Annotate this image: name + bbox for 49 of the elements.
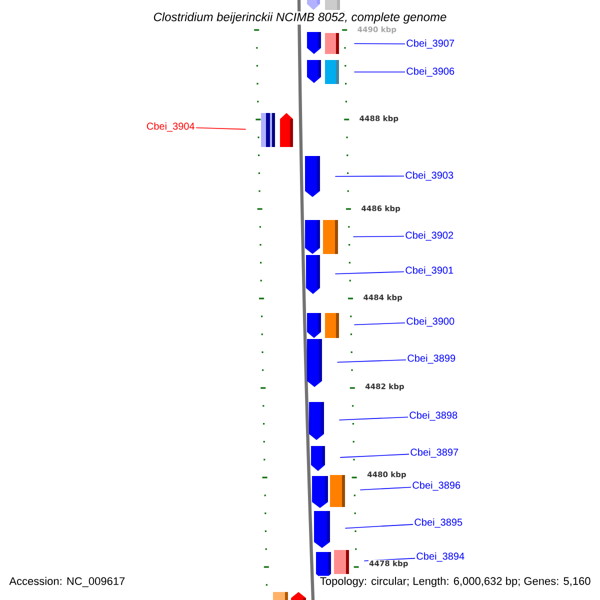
gene-label: Cbei_3894 [416, 552, 464, 562]
accession-text: Accession: NC_009617 [9, 576, 125, 588]
gene-box [325, 33, 339, 54]
gene-label: Cbei_3897 [410, 448, 458, 458]
gene-label: Cbei_3903 [406, 171, 454, 181]
gene-block [312, 476, 328, 508]
title: Clostridium beijerinckii NCIMB 8052, complete genome [152, 11, 448, 25]
gene-box [325, 60, 339, 84]
leader-line [354, 43, 406, 44]
gene-box [261, 113, 275, 147]
gene-label: Cbei_3896 [412, 481, 460, 491]
gene-block [307, 0, 320, 10]
gene-label: Cbei_3899 [408, 354, 456, 364]
gene-block [307, 60, 321, 83]
gene-label: Cbei_3898 [410, 411, 458, 421]
gene-block [309, 402, 324, 440]
gene-block [291, 592, 306, 600]
gene-block [306, 255, 320, 294]
leader-line [334, 271, 404, 274]
leader-line [334, 176, 404, 177]
leader-line [336, 359, 406, 363]
gene-box [273, 592, 288, 600]
leader-line [344, 524, 414, 529]
gene-box [330, 475, 345, 507]
leader-line [338, 416, 408, 420]
gene-block [305, 156, 320, 197]
gene-block [307, 32, 321, 54]
gene-block [314, 511, 330, 548]
gene-label: Cbei_3901 [406, 266, 454, 276]
gene-box [325, 0, 340, 10]
leader-line [360, 486, 412, 490]
gene-block [307, 313, 321, 338]
gene-box [325, 313, 339, 338]
gene-label: Cbei_3906 [406, 67, 454, 77]
genome-info-text: Topology: circular; Length: 6,000,632 bp; Genes: 5,160 [318, 576, 592, 588]
gene-box [334, 550, 349, 574]
gene-label: Cbei_3900 [406, 317, 454, 327]
leader-line [340, 454, 410, 458]
leader-line [352, 236, 404, 238]
leader-line [354, 322, 406, 326]
gene-box [323, 220, 338, 254]
gene-block [311, 446, 325, 471]
gene-block [280, 113, 293, 147]
gene-block [305, 220, 320, 254]
gene-label: Cbei_3902 [406, 231, 454, 241]
gene-label: Cbei_3895 [414, 518, 462, 528]
gene-label: Cbei_3907 [406, 39, 454, 49]
leader-line [196, 127, 246, 130]
gene-label: Cbei_3904 [146, 122, 194, 132]
